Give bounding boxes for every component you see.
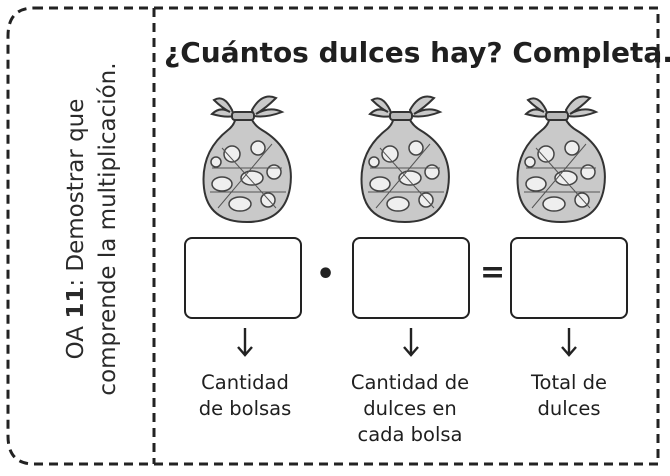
objective-number: 11 [63, 286, 89, 319]
arrow-down-icon [403, 328, 419, 357]
learning-objective: OA 11: Demostrar que comprende la multip… [49, 19, 135, 439]
dashed-border [6, 6, 660, 466]
activity-frame [6, 6, 660, 466]
equals-symbol: = [480, 255, 506, 290]
candy-bag-icon [192, 88, 302, 228]
candy-bag-icon [506, 88, 616, 228]
candy-bag-icon [350, 88, 460, 228]
arrow-down-icon [561, 328, 577, 357]
page-title: ¿Cuántos dulces hay? Completa. [164, 36, 670, 69]
bags-count-input-box[interactable] [184, 237, 302, 319]
candies-per-bag-input-box[interactable] [352, 237, 470, 319]
caption-total-candies: Total de dulces [530, 371, 608, 420]
objective-line-2: comprende la multiplicación. [95, 62, 121, 396]
total-candies-input-box[interactable] [510, 237, 628, 319]
caption-bags-count: Cantidad de bolsas [198, 371, 292, 420]
multiply-symbol: • [316, 257, 336, 292]
arrow-down-icon [237, 328, 253, 357]
objective-line-1: OA 11: Demostrar que [63, 98, 89, 360]
caption-candies-per-bag: Cantidad de dulces en cada bolsa [350, 371, 470, 446]
